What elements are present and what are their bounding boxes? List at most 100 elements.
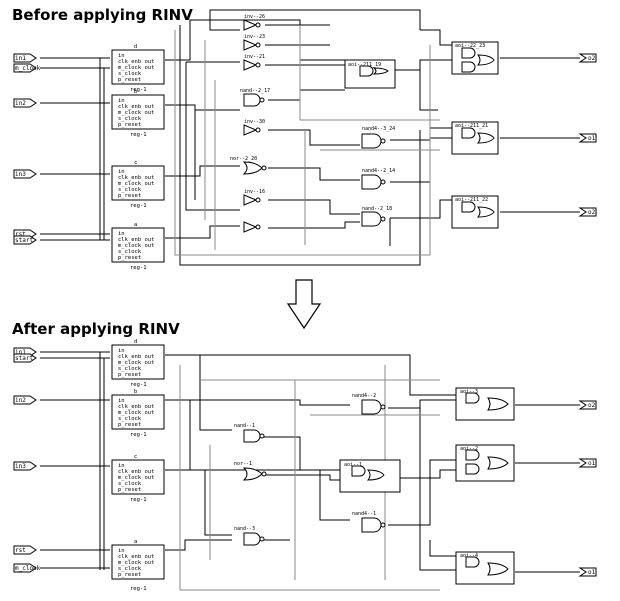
diagram-label: p_reset xyxy=(118,372,141,378)
diagram-label: reg-1 xyxy=(130,87,147,93)
diagram-label: reg-1 xyxy=(130,132,147,138)
io-pins-after xyxy=(13,347,597,577)
diagram-label: in xyxy=(118,548,125,554)
diagram-label: b xyxy=(134,89,137,95)
nor-gate xyxy=(242,467,263,481)
nand4-gate xyxy=(361,399,382,415)
inverter-gate xyxy=(243,124,258,136)
diagram-label: nand4--2 xyxy=(352,393,376,399)
diagram-label: o1 xyxy=(588,569,596,576)
diagram-label: m_clock out xyxy=(118,475,154,481)
inverter-gate xyxy=(243,221,258,233)
diagram-label: nand--2_18 xyxy=(362,206,392,212)
diagram-label: m_clock out xyxy=(118,410,154,416)
reg-name-labels: d b c a reg-1 reg-1 reg-1 reg-1 d b c a … xyxy=(130,44,147,592)
diagram-label: start xyxy=(15,237,33,244)
io-pins-before xyxy=(13,53,597,245)
diagram-label: clk_enb out xyxy=(118,59,154,65)
diagram-label: clk_enb out xyxy=(118,237,154,243)
register-a-before xyxy=(111,227,165,263)
inverter-gate xyxy=(243,19,258,31)
diagram-label: inv--30 xyxy=(244,119,265,125)
nand-gate xyxy=(361,211,382,227)
registers-after xyxy=(111,344,165,580)
nor-gate xyxy=(242,161,263,175)
diagram-label: nor--2_20 xyxy=(230,156,257,162)
diagram-label: o2 xyxy=(588,55,596,62)
diagram-label: d xyxy=(134,44,137,50)
gates-before xyxy=(242,19,499,233)
diagram-label: inv--16 xyxy=(244,189,265,195)
diagram-label: m_clock out xyxy=(118,110,154,116)
diagram-label: m_clock xyxy=(15,565,41,572)
diagram-label: b xyxy=(134,389,137,395)
inverter-gate xyxy=(243,39,258,51)
diagram-label: p_reset xyxy=(118,77,141,83)
diagram-label: in xyxy=(118,463,125,469)
diagram-label: aoi--1 xyxy=(344,462,362,468)
heading-before: Before applying RINV xyxy=(12,6,193,24)
diagram-label: aoi--3 xyxy=(460,389,478,395)
diagram-label: m_clock out xyxy=(118,181,154,187)
diagram-label: reg-1 xyxy=(130,586,147,592)
diagram-label: p_reset xyxy=(118,122,141,128)
diagram-label: in3 xyxy=(15,171,26,178)
register-b-before xyxy=(111,94,165,130)
down-arrow-icon xyxy=(286,279,322,330)
diagram-label: o2 xyxy=(588,209,596,216)
diagram-label: nand--2_17 xyxy=(240,88,270,94)
gate-labels-after: nand--1 nor--1 nand--3 nand4--2 aoi--1 n… xyxy=(234,389,478,559)
diagram-label: rst xyxy=(15,231,26,238)
diagram-label: aoi--4 xyxy=(460,553,478,559)
diagram-label: o2 xyxy=(588,402,596,409)
diagram-label: aoi--211_19 xyxy=(348,62,381,68)
diagram-label: in2 xyxy=(15,100,26,107)
gate-labels-before: inv--26 inv--23 inv--21 nand--2_17 inv--… xyxy=(230,14,488,212)
diagram-label: s_clock xyxy=(118,366,142,372)
reg-port-labels: in clk_enb out m_clock out s_clock p_res… xyxy=(118,53,154,578)
diagram-label: in xyxy=(118,348,125,354)
register-d-before xyxy=(111,49,165,85)
diagram-label: clk_enb out xyxy=(118,469,154,475)
diagram-label: inv--21 xyxy=(244,54,265,60)
diagram-label: s_clock xyxy=(118,116,142,122)
diagram-label: inv--26 xyxy=(244,14,265,20)
diagram-label: clk_enb out xyxy=(118,404,154,410)
diagram-label: m_clock out xyxy=(118,65,154,71)
register-c-before xyxy=(111,165,165,201)
diagram-label: m_clock out xyxy=(118,560,154,566)
diagram-label: d xyxy=(134,339,137,345)
diagram-label: c xyxy=(134,454,137,460)
diagram-label: reg-1 xyxy=(130,497,147,503)
diagram-label: s_clock xyxy=(118,187,142,193)
nand4-gate xyxy=(361,517,382,533)
diagram-label: reg-1 xyxy=(130,203,147,209)
diagram-label: c xyxy=(134,160,137,166)
diagram-label: reg-1 xyxy=(130,265,147,271)
register-c-after xyxy=(111,459,165,495)
diagram-label: s_clock xyxy=(118,249,142,255)
diagram-label: nand--1 xyxy=(234,423,255,429)
diagram-label: a xyxy=(134,539,137,545)
diagram-label: in2 xyxy=(15,397,26,404)
diagram-label: m_clock out xyxy=(118,243,154,249)
diagram-label: rst xyxy=(15,547,26,554)
diagram-label: in1 xyxy=(15,349,26,356)
nand-gate xyxy=(243,532,261,546)
diagram-label: s_clock xyxy=(118,71,142,77)
diagram-label: s_clock xyxy=(118,481,142,487)
diagram-label: in xyxy=(118,169,125,175)
inverter-gate xyxy=(243,194,258,206)
diagram-label: p_reset xyxy=(118,487,141,493)
register-a-after xyxy=(111,544,165,580)
inverter-gate xyxy=(243,59,258,71)
register-d-after xyxy=(111,344,165,380)
diagram-label: reg-1 xyxy=(130,432,147,438)
diagram-label: aoi--211_21 xyxy=(455,123,488,129)
diagram-label: start xyxy=(15,355,33,362)
diagram-label: o1 xyxy=(588,460,596,467)
diagram-label: nand4--1 xyxy=(352,511,376,517)
diagram-label: clk_enb out xyxy=(118,554,154,560)
diagram-label: clk_enb out xyxy=(118,175,154,181)
